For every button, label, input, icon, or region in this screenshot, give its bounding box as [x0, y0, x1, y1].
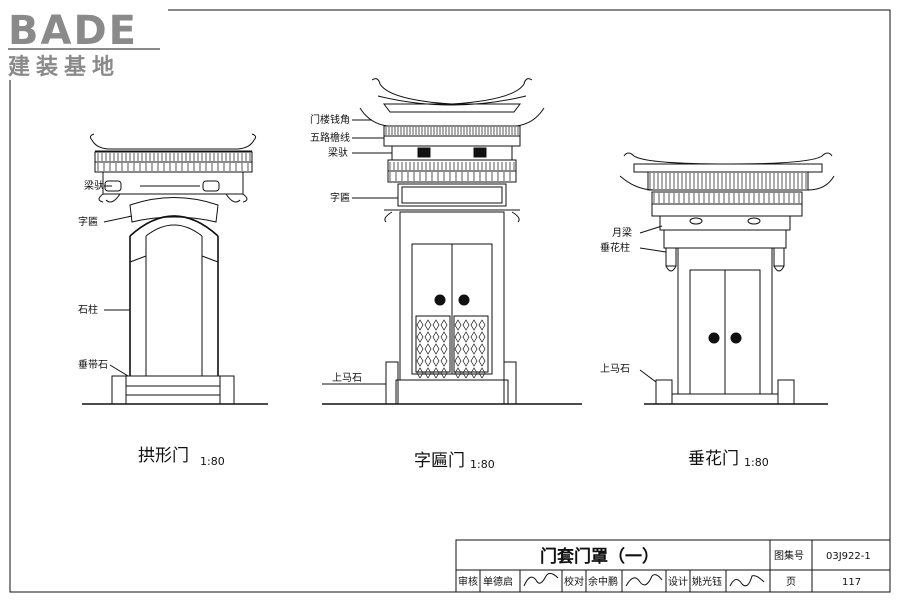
arched-gate-elevation: 梁驮 字匾 石柱 垂带石 拱形门 1:80: [78, 133, 268, 468]
label-mounting-stone: 上马石: [332, 372, 362, 384]
label-beam-support: 梁驮: [328, 146, 348, 159]
watermark-subtitle: 建装基地: [8, 55, 120, 80]
label-side-stone: 垂带石: [78, 359, 108, 371]
caption-plaque-gate: 字匾门: [414, 451, 465, 471]
designer-signature: [729, 575, 765, 587]
watermark-logo: BADE 建装基地: [0, 0, 168, 80]
scale-plaque-gate: 1:80: [470, 458, 495, 471]
scale-hanging-flower-gate: 1:80: [744, 456, 769, 469]
label-inscription-plaque: 字匾: [330, 191, 350, 204]
label-mounting-stone: 上马石: [600, 363, 630, 375]
reviewer-name: 单德启: [483, 575, 513, 588]
label-stone-pillar: 石柱: [78, 303, 98, 316]
atlas-number-label: 图集号: [774, 549, 804, 562]
check-label: 校对: [564, 575, 584, 588]
atlas-number: 03J922-1: [826, 551, 871, 562]
design-label: 设计: [668, 575, 688, 588]
watermark-brand: BADE: [8, 8, 138, 54]
checker-name: 余中鹏: [588, 575, 618, 588]
caption-arched-gate: 拱形门: [138, 446, 189, 466]
page-label: 页: [786, 576, 796, 588]
title-block: 门套门罩（一） 图集号 03J922-1 审核 单德启 校对 余中鹏 设计 姚光…: [455, 539, 891, 593]
drawing-title: 门套门罩（一）: [540, 546, 659, 567]
page-number: 117: [842, 577, 861, 588]
review-label: 审核: [458, 575, 478, 588]
label-gate-roof-corner: 门楼钱角: [310, 113, 350, 126]
label-hanging-pillar: 垂花柱: [600, 241, 630, 254]
reviewer-signature: [523, 572, 559, 587]
sheet-border: [9, 9, 891, 593]
scale-arched-gate: 1:80: [200, 455, 225, 468]
label-beam-support: 梁驮: [84, 179, 104, 192]
checker-signature: [625, 574, 663, 587]
plaque-gate-elevation: 门楼钱角 五路檐线 梁驮 字匾 上马石 字匾门 1:80: [310, 78, 582, 471]
label-eave-lines: 五路檐线: [310, 131, 350, 144]
label-moon-beam: 月梁: [612, 226, 632, 239]
label-inscription-plaque: 字匾: [78, 215, 98, 228]
hanging-flower-gate-elevation: 月梁 垂花柱 上马石 垂花门 1:80: [600, 152, 835, 469]
caption-hanging-flower-gate: 垂花门: [688, 449, 739, 469]
designer-name: 姚光钰: [692, 575, 722, 588]
